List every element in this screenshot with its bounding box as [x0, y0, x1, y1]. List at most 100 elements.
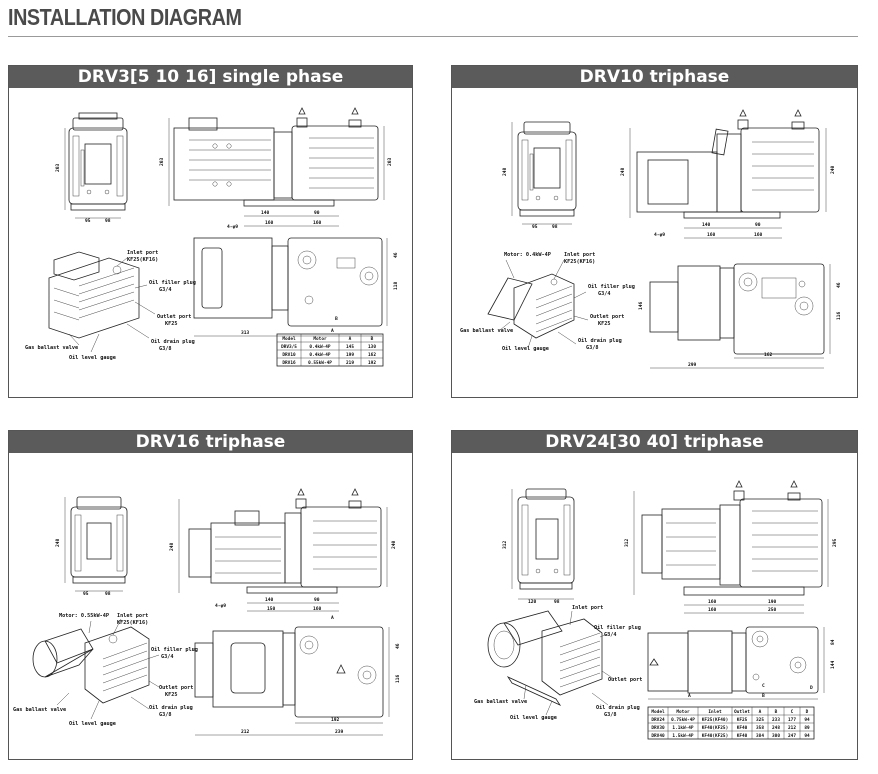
dim-top-h2: 118: [393, 281, 399, 290]
label-oil-filler: Oil filler plug: [149, 280, 196, 286]
table4-cell: 233: [772, 717, 780, 723]
label-oil-filler-spec: G3/4: [161, 654, 174, 660]
dim-d1: 160: [708, 599, 717, 605]
dim-front-height: 248: [55, 538, 61, 547]
table4-cell: KF40(KF25): [702, 733, 728, 739]
dim-side-height: 203: [159, 157, 165, 166]
label-oil-filler-spec: G3/4: [598, 291, 611, 297]
table4-cell: 248: [772, 725, 780, 731]
label-oil-filler: Oil filler plug: [151, 647, 198, 653]
label-oil-filler: Oil filler plug: [588, 284, 635, 290]
top-view: 46 116 192 212 239: [194, 626, 401, 736]
dim-side-height: 248: [620, 167, 626, 176]
dim-d2: 190: [768, 599, 777, 605]
panel-header: DRV3[5 10 16] single phase: [9, 66, 412, 88]
dim-top-w3: 146: [638, 301, 644, 310]
top-view: 46 118 313 B A: [193, 237, 399, 337]
label-inlet: Inlet port: [572, 605, 603, 611]
table1-header-cell: A: [349, 336, 352, 342]
table4-cell: 358: [756, 725, 764, 731]
dim-side-height2: 203: [387, 157, 393, 166]
dim-d1: 140: [265, 597, 274, 603]
panel-header: DRV10 triphase: [452, 66, 857, 88]
dim-b: B: [335, 316, 338, 322]
label-gas-ballast: Gas ballast valve: [474, 699, 527, 705]
label-oil-level: Oil level gauge: [502, 346, 549, 352]
dim-top-w: 313: [241, 330, 250, 336]
dim-side-height: 248: [169, 542, 175, 551]
label-oil-level: Oil level gauge: [69, 355, 116, 361]
label-inlet: Inlet port: [127, 250, 158, 256]
pump-3d-view: Motor: 0.4kW-4P Inlet port KF25(KF16) Oi…: [460, 252, 635, 352]
dim-front-width: 120: [528, 599, 537, 605]
panel-drv10: DRV10 triphase 248 95 98: [451, 65, 858, 398]
dim-top-h1: 46: [395, 643, 401, 649]
table4-cell: DRV24: [651, 717, 665, 723]
label-gas-ballast: Gas ballast valve: [460, 328, 513, 334]
table4-cell: KF25: [737, 717, 748, 723]
label-outlet: Outlet port: [608, 677, 642, 683]
dim-d4: 160: [313, 606, 322, 612]
label-oil-drain: Oil drain plug: [151, 339, 195, 345]
dim-d2: 90: [755, 222, 761, 228]
front-view: 248 95 98: [55, 496, 128, 597]
dim-d3: 160: [707, 232, 716, 238]
dim-top-h2: 116: [395, 674, 401, 683]
label-inlet: Inlet port: [117, 613, 148, 619]
dim-d1: 140: [702, 222, 711, 228]
label-outlet: Outlet port: [590, 314, 624, 320]
front-view: 203 95 98: [55, 112, 128, 224]
label-gas-ballast: Gas ballast valve: [25, 345, 78, 351]
installation-drawing: 248 95 98: [452, 88, 857, 397]
label-oil-drain-spec: G3/8: [159, 712, 172, 718]
table4-header-cell: B: [775, 709, 778, 715]
label-oil-drain-spec: G3/8: [586, 345, 599, 351]
dim-top-w1: 212: [241, 729, 250, 735]
dim-front-width: 95: [83, 591, 89, 597]
dim-holes: 4-φ9: [654, 232, 665, 238]
dim-front-height: 203: [55, 163, 61, 172]
dim-front-width2: 98: [105, 218, 111, 224]
label-oil-filler: Oil filler plug: [594, 625, 641, 631]
table1-header-cell: Motor: [313, 336, 327, 342]
installation-drawing: 312 120 98: [452, 453, 857, 759]
table1-cell: 219: [346, 360, 354, 366]
table4-header-cell: Motor: [676, 709, 690, 715]
panel-header: DRV24[30 40] triphase: [452, 431, 857, 453]
panel-drv3: DRV3[5 10 16] single phase 203 95 98: [8, 65, 413, 398]
label-outlet: Outlet port: [157, 314, 191, 320]
table4-header-cell: C: [791, 709, 794, 715]
label-oil-drain: Oil drain plug: [596, 705, 640, 711]
dim-d4: 160: [754, 232, 763, 238]
label-outlet-spec: KF25: [165, 692, 178, 698]
dim-side-height2: 295: [832, 538, 838, 547]
table4-cell: KF40: [737, 725, 748, 731]
table1-cell: 0.4kW-4P: [309, 352, 331, 358]
dim-side-height: 312: [624, 538, 630, 547]
table1-cell: 145: [346, 344, 354, 350]
dim-side-height2: 240: [391, 540, 397, 549]
label-outlet: Outlet port: [159, 685, 193, 691]
label-motor: Motor: 0.55kW-4P: [59, 613, 109, 619]
table4-cell: KF40(KF25): [702, 725, 728, 731]
dim-top-h1: 84: [830, 639, 836, 645]
pump-3d-view: Inlet port Oil filler plug G3/4 Outlet p…: [474, 605, 642, 721]
top-view: 84 144 A C B D: [647, 626, 836, 700]
dim-holes: 4-φ9: [227, 224, 238, 230]
table4-cell: 325: [756, 717, 764, 723]
dim-front-width: 95: [532, 224, 538, 230]
table4-cell: 384: [756, 733, 764, 739]
table4-cell: 212: [788, 725, 796, 731]
table4-header-cell: Inlet: [708, 709, 722, 715]
dim-d4: 250: [768, 607, 777, 613]
dim-d3b: 160: [313, 220, 322, 226]
table4-cell: 1.1kW-4P: [672, 725, 694, 731]
dim-side-height2: 240: [830, 165, 836, 174]
table4-cell: DRV30: [651, 725, 665, 731]
side-view: 203 203 140 90 160 160 4-φ9: [159, 107, 393, 230]
installation-drawing: 203 95 98: [9, 88, 412, 397]
table1-cell: 0.55kW-4P: [308, 360, 332, 366]
pump-3d-view: Inlet port KF25(KF16) Oil filler plug G3…: [25, 250, 196, 361]
